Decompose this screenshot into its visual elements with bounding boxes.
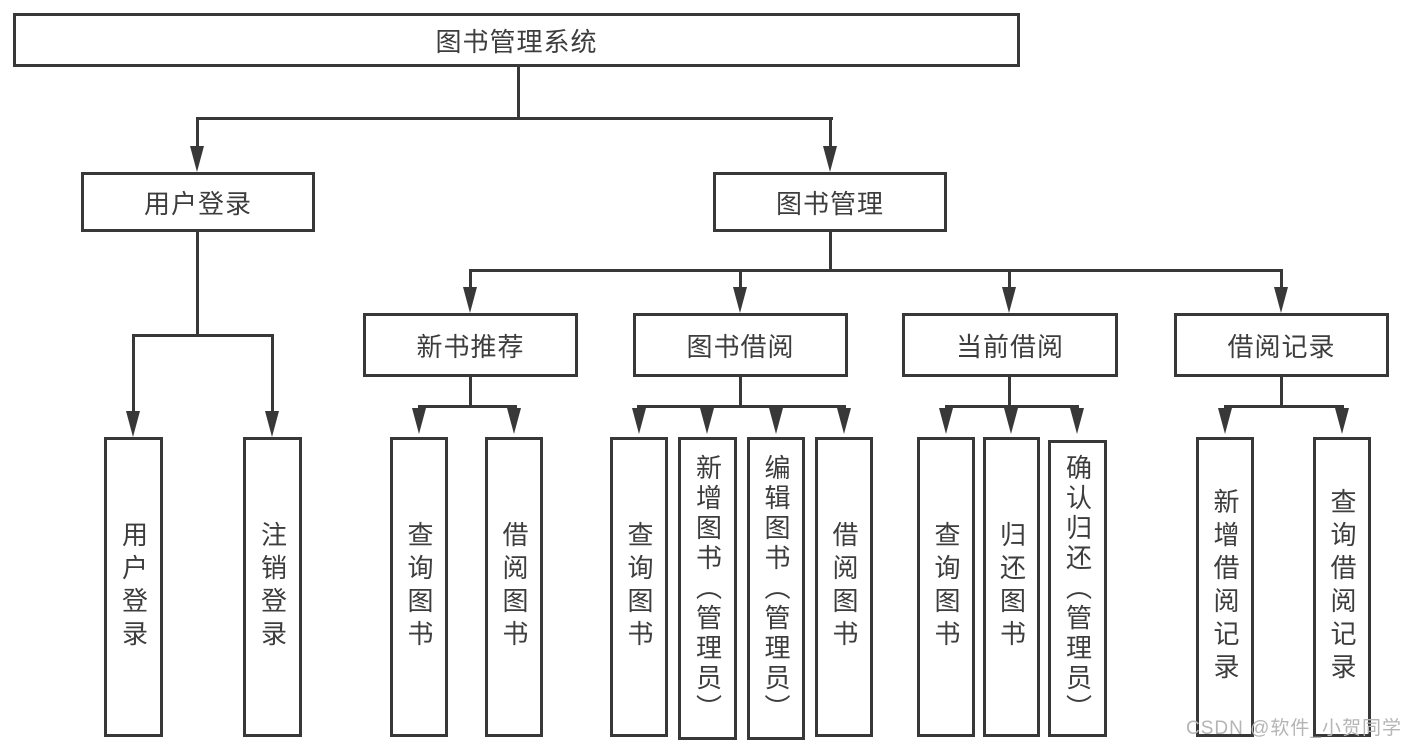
connector-root-stem [517, 67, 520, 120]
node-new-book-recommendation-label: 新书推荐 [416, 331, 525, 362]
node-book-management-label: 图书管理 [775, 188, 884, 219]
connector-current-borrowing-horizontal [945, 405, 1079, 408]
arrowhead-leaf-borrow-books-1 [507, 408, 521, 434]
arrowhead-book-management [823, 146, 837, 172]
leaf-query-borrow-record-label: 查询借阅记录 [1327, 488, 1357, 686]
connector-book-mgmt-horizontal [469, 269, 1283, 272]
leaf-logout: 注销登录 [243, 437, 302, 737]
node-current-borrowing: 当前借阅 [902, 313, 1118, 377]
leaf-query-borrow-record: 查询借阅记录 [1313, 437, 1371, 737]
node-book-management: 图书管理 [713, 172, 947, 232]
node-user-login-label: 用户登录 [143, 188, 252, 219]
leaf-query-books-2-label: 查询图书 [624, 521, 654, 653]
leaf-return-books: 归还图书 [983, 437, 1040, 737]
leaf-add-books-admin: 新增图书（管理员） [678, 437, 737, 740]
connector-drop-book-borrowing [739, 269, 742, 291]
arrowhead-leaf-query-books-2 [632, 408, 646, 434]
arrowhead-leaf-add-books [700, 408, 714, 434]
connector-user-login-right-drop [271, 334, 274, 414]
leaf-borrow-books-2: 借阅图书 [815, 437, 873, 737]
leaf-add-books-admin-label: 新增图书（管理员） [692, 453, 723, 724]
arrowhead-leaf-confirm-return [1070, 408, 1084, 434]
node-user-login: 用户登录 [81, 172, 315, 232]
arrowhead-current-borrowing [1002, 287, 1016, 313]
connector-current-borrowing-stem [1008, 377, 1011, 408]
arrowhead-leaf-return-books [1004, 408, 1018, 434]
connector-user-login-horizontal [132, 334, 274, 337]
connector-new-book-stem [469, 377, 472, 408]
leaf-logout-label: 注销登录 [257, 521, 288, 653]
leaf-query-books-2: 查询图书 [610, 437, 668, 737]
arrowhead-new-book-recommendation [463, 287, 477, 313]
connector-book-mgmt-stem [829, 232, 832, 272]
leaf-edit-books-admin-label: 编辑图书（管理员） [761, 453, 791, 724]
leaf-user-login: 用户登录 [104, 437, 163, 737]
connector-borrowing-records-horizontal [1224, 405, 1344, 408]
connector-book-borrowing-horizontal [637, 405, 846, 408]
node-current-borrowing-label: 当前借阅 [955, 331, 1064, 362]
arrowhead-leaf-edit-books [769, 408, 783, 434]
leaf-user-login-label: 用户登录 [118, 521, 149, 653]
arrowhead-user-login [190, 146, 204, 172]
leaf-edit-books-admin: 编辑图书（管理员） [747, 437, 805, 740]
node-new-book-recommendation: 新书推荐 [363, 313, 578, 377]
connector-drop-current-borrowing [1008, 269, 1011, 291]
arrowhead-leaf-add-borrow-record [1218, 408, 1232, 434]
leaf-query-books-1: 查询图书 [390, 437, 448, 737]
arrowhead-borrowing-records [1274, 287, 1288, 313]
arrowhead-leaf-query-borrow-record [1335, 408, 1349, 434]
leaf-return-books-label: 归还图书 [996, 521, 1027, 653]
connector-borrowing-records-stem [1280, 377, 1283, 408]
node-book-borrowing-label: 图书借阅 [686, 331, 795, 362]
connector-new-book-horizontal [418, 405, 517, 408]
leaf-borrow-books-1: 借阅图书 [485, 437, 543, 737]
leaf-query-books-1-label: 查询图书 [404, 521, 434, 653]
arrowhead-leaf-borrow-books-2 [837, 408, 851, 434]
connector-root-horizontal [196, 117, 833, 120]
arrowhead-leaf-query-books-1 [412, 408, 426, 434]
node-book-borrowing: 图书借阅 [633, 313, 848, 377]
leaf-confirm-return-admin: 确认归还（管理员） [1048, 440, 1107, 737]
node-borrowing-records: 借阅记录 [1174, 313, 1389, 377]
node-library-system: 图书管理系统 [13, 13, 1020, 67]
connector-drop-new-book [469, 269, 472, 291]
leaf-add-borrow-record-label: 新增借阅记录 [1210, 488, 1240, 686]
csdn-watermark: CSDN @软件_小贺同学 [1186, 718, 1402, 739]
connector-root-left-drop [196, 117, 199, 149]
leaf-add-borrow-record: 新增借阅记录 [1196, 437, 1254, 737]
leaf-confirm-return-admin-label: 确认归还（管理员） [1062, 453, 1093, 724]
connector-drop-borrowing-records [1280, 269, 1283, 291]
connector-root-right-drop [829, 117, 832, 149]
connector-user-login-stem [196, 232, 199, 337]
leaf-query-books-3-label: 查询图书 [931, 521, 961, 653]
node-library-system-label: 图书管理系统 [435, 26, 598, 57]
node-borrowing-records-label: 借阅记录 [1227, 331, 1336, 362]
arrowhead-leaf-query-books-3 [939, 408, 953, 434]
leaf-borrow-books-2-label: 借阅图书 [829, 521, 859, 653]
connector-user-login-left-drop [132, 334, 135, 414]
arrowhead-leaf-user-login [126, 411, 140, 437]
leaf-borrow-books-1-label: 借阅图书 [499, 521, 529, 653]
arrowhead-leaf-logout [265, 411, 279, 437]
leaf-query-books-3: 查询图书 [917, 437, 975, 737]
connector-book-borrowing-stem [739, 377, 742, 408]
arrowhead-book-borrowing [733, 287, 747, 313]
